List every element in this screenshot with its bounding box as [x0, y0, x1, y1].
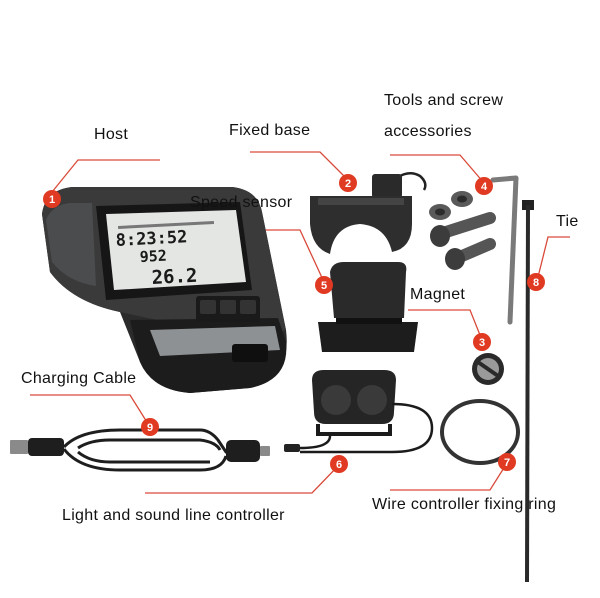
label-fixed-base: Fixed base [229, 122, 311, 139]
label-host: Host [94, 126, 129, 143]
svg-text:6: 6 [336, 459, 342, 471]
svg-text:3: 3 [479, 337, 485, 349]
fixing-ring [440, 399, 520, 465]
svg-text:5: 5 [321, 280, 327, 292]
marker-1: 1 [43, 190, 61, 208]
leader-tools [390, 154, 485, 184]
marker-8: 8 [527, 273, 545, 291]
lcd-readings: 8:23:52 952 26.2 [115, 227, 198, 289]
leader-controller [145, 464, 340, 494]
marker-4: 4 [475, 177, 493, 195]
marker-7: 7 [498, 453, 516, 471]
screw-accessories [429, 175, 519, 325]
leader-fixed-base [250, 151, 349, 181]
markers: 1 2 3 4 5 6 7 8 9 [43, 174, 545, 473]
svg-text:8: 8 [533, 277, 539, 289]
svg-text:4: 4 [481, 181, 488, 193]
marker-3: 3 [473, 333, 491, 351]
lcd-value2: 26.2 [151, 265, 198, 289]
magnet [472, 353, 504, 385]
label-tools-line2: accessories [384, 123, 472, 140]
leader-tie [536, 236, 570, 282]
leader-charging [30, 394, 151, 428]
marker-6: 6 [330, 455, 348, 473]
label-speed-sensor: Speed sensor [190, 194, 293, 211]
svg-text:9: 9 [147, 422, 153, 434]
svg-text:1: 1 [49, 194, 55, 206]
marker-9: 9 [141, 418, 159, 436]
label-charging-cable: Charging Cable [21, 370, 137, 387]
cable-tie [522, 200, 534, 583]
label-magnet: Magnet [410, 286, 466, 303]
marker-2: 2 [339, 174, 357, 192]
leader-host [51, 159, 160, 193]
hex-key [490, 175, 519, 325]
label-tie: Tie [556, 213, 579, 230]
charging-cable [10, 428, 270, 472]
leader-magnet [408, 309, 483, 341]
lcd-time: 8:23:52 [115, 227, 188, 251]
leader-ring [390, 462, 508, 491]
host-device: 8:23:52 952 26.2 [42, 187, 287, 393]
label-wire-ring: Wire controller fixing ring [372, 496, 557, 513]
lcd-value1: 952 [139, 247, 167, 266]
speed-sensor [318, 262, 418, 352]
marker-5: 5 [315, 276, 333, 294]
label-tools-line1: Tools and screw [384, 92, 504, 109]
light-sound-controller [284, 370, 434, 454]
svg-text:2: 2 [345, 178, 351, 190]
fixed-base [310, 172, 427, 254]
svg-text:7: 7 [504, 457, 510, 469]
label-light-sound-controller: Light and sound line controller [62, 507, 285, 524]
